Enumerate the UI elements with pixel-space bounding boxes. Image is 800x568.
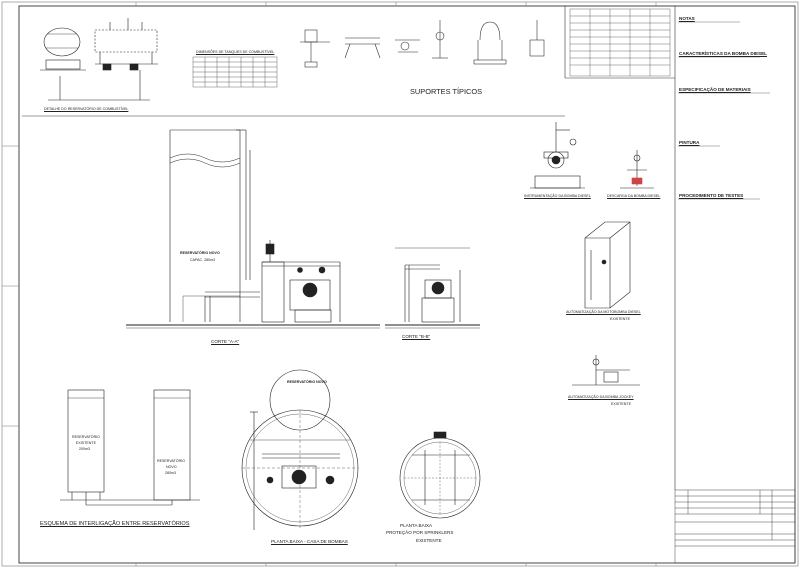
painting-title: PINTURA <box>679 140 700 145</box>
border-ticks <box>2 2 657 566</box>
reservoir-detail-label: DETALHE DO RESERVATÓRIO DE COMBUSTÍVEL <box>44 107 129 111</box>
reservoir-a-label-1: RESERVATÓRIO <box>72 435 100 439</box>
inner-border <box>18 5 796 564</box>
diesel-discharge-label: DESCARGA DA BOMBA DIESEL <box>607 194 661 198</box>
reservoir-b-label-3: 280m3 <box>165 471 176 475</box>
interconnection-scheme-label: ESQUEMA DE INTERLIGAÇÃO ENTRE RESERVATÓR… <box>40 521 190 527</box>
sprinkler-plan-label-1: PLANTA BAIXA <box>400 523 433 528</box>
fuel-reservoir-detail <box>40 18 158 101</box>
reservoir-b-label-1: RESERVATÓRIO <box>157 459 185 463</box>
diesel-pump-discharge-drawing <box>620 150 654 189</box>
tank-dimensions-label: DIMENSÕES DE TANQUES DE COMBUSTÍVEL <box>196 50 275 54</box>
right-panel-linework <box>678 21 770 200</box>
section-aa-drawing <box>126 129 380 329</box>
sprinkler-plan-label-2: PROTEÇÃO POR SPRINKLERS <box>386 530 454 535</box>
new-reservoir-label-1: RESERVATÓRIO NOVO <box>180 251 220 255</box>
interconnection-scheme-drawing <box>60 389 200 506</box>
motor-pump-automation-existing: EXISTENTE <box>610 317 630 321</box>
title-block <box>674 489 796 564</box>
diesel-instrumentation-label: INSTRUMENTAÇÃO DA BOMBA DIESEL <box>524 194 591 198</box>
materials-title: ESPECIFICAÇÃO DE MATERIAIS <box>679 87 751 92</box>
tank-dimensions-table <box>192 56 278 88</box>
pump-house-plan-label: PLANTA BAIXA - CASA DE BOMBAS <box>271 539 348 544</box>
tests-title: PROCEDIMENTO DE TESTES <box>679 193 744 198</box>
motor-pump-automation-label: AUTOMATIZAÇÃO DA MOTOBOMBA DIESEL <box>566 310 641 314</box>
jockey-pump-automation-label: AUTOMATIZAÇÃO DA BOMBA JOCKEY <box>568 395 634 399</box>
section-aa-label: CORTE "A-A" <box>211 339 240 344</box>
notes-title: NOTAS <box>679 16 695 21</box>
diesel-pump-instrumentation-drawing <box>530 122 585 189</box>
plan-reservoir-label: RESERVATÓRIO NOVO <box>287 380 327 384</box>
reservoir-a-label-3: 200m3 <box>79 447 90 451</box>
jockey-pump-automation-existing: EXISTENTE <box>611 402 631 406</box>
sprinkler-plan-drawing <box>399 431 481 519</box>
reservoir-b-label-2: NOVO <box>166 465 177 469</box>
reservoir-a-label-2: EXISTENTE <box>76 441 96 445</box>
pump-house-plan-drawing <box>241 369 359 530</box>
motor-pump-automation-drawing <box>584 221 631 309</box>
sprinkler-plan-label-3: EXISTENTE <box>416 538 442 543</box>
pump-specs-title: CARACTERÍSTICAS DA BOMBA DIESEL <box>679 51 767 56</box>
jockey-pump-automation-drawing <box>572 355 640 386</box>
typical-supports-sketches <box>300 20 545 68</box>
new-reservoir-label-2: CAPAC. 280m3 <box>190 258 216 262</box>
section-bb-label: CORTE "B-B" <box>402 334 431 339</box>
typical-supports-title: SUPORTES TÍPICOS <box>410 87 483 96</box>
section-bb-drawing <box>385 247 480 329</box>
separator-lines <box>22 6 676 490</box>
top-revision-table <box>569 8 671 77</box>
